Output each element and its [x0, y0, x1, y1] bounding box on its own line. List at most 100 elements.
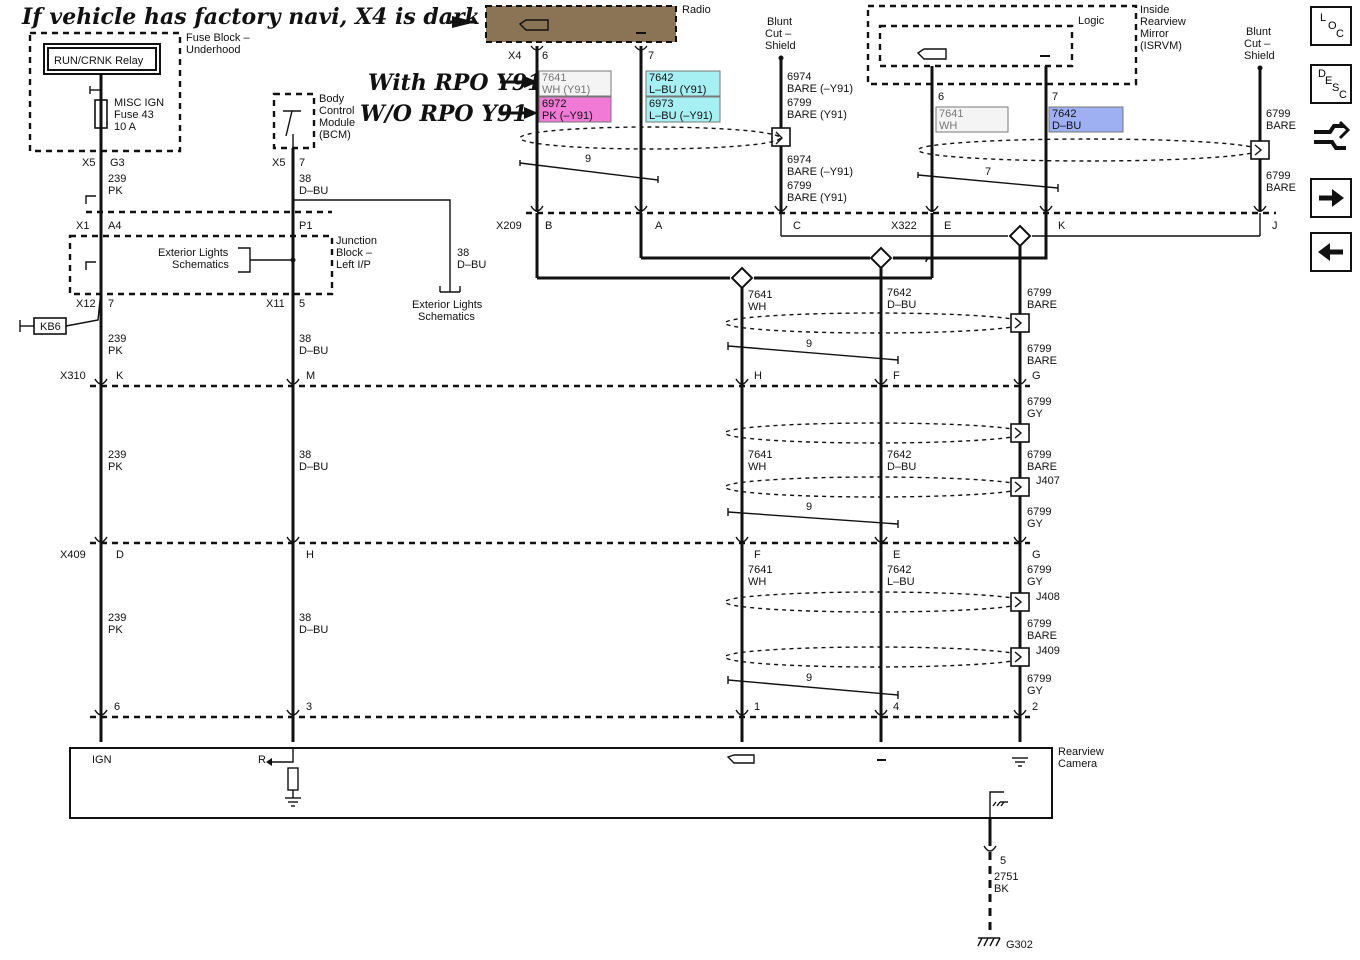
- diagram-label: Fuse 43: [114, 109, 154, 121]
- diagram-label: X12: [76, 298, 96, 310]
- diagram-label: 7: [648, 50, 654, 62]
- diagram-label: PK: [108, 461, 123, 473]
- diagram-label: GY: [1027, 408, 1044, 420]
- diagram-label: WH: [748, 576, 766, 588]
- diagram-label: X209: [496, 220, 522, 232]
- video-signal-icon: [726, 754, 755, 764]
- diagram-label: 6799: [1027, 673, 1051, 685]
- diagram-label: Cut –: [765, 28, 792, 40]
- diagram-label: G: [1032, 549, 1041, 561]
- diagram-label: E: [893, 549, 900, 561]
- diagram-label: Radio: [682, 4, 711, 16]
- diagram-label: 7642: [649, 72, 673, 84]
- diagram-label: D: [116, 549, 124, 561]
- diagram-label: 38: [299, 333, 311, 345]
- diagram-label: Logic: [1078, 15, 1105, 27]
- diagram-label: L–BU (–Y91): [649, 110, 713, 122]
- diagram-label: E: [944, 220, 951, 232]
- diagram-label: 6974: [787, 71, 811, 83]
- blunt-cut-shield-1: Blunt Cut – Shield: [765, 16, 796, 52]
- diagram-label: Left I/P: [336, 259, 371, 271]
- switch-icon: [285, 110, 293, 137]
- diagram-label: 38: [457, 247, 469, 259]
- diagram-label: 7642: [887, 564, 911, 576]
- diagram-label: 7642: [887, 287, 911, 299]
- diagram-label: 3: [306, 701, 312, 713]
- diagram-label: PK (–Y91): [542, 110, 593, 122]
- diagram-label: 9: [806, 672, 812, 684]
- diagram-label: 7: [108, 298, 114, 310]
- diagram-label: 239: [108, 333, 126, 345]
- diagram-label: 9: [806, 338, 812, 350]
- diagram-label: 239: [108, 612, 126, 624]
- resistor-icon: [287, 767, 299, 791]
- diagram-label: 7641: [748, 564, 772, 576]
- description-button[interactable]: D E S C: [1310, 64, 1352, 104]
- diagram-label: 1: [754, 701, 760, 713]
- diagram-label: X5: [272, 157, 285, 169]
- diagram-label: Body: [319, 93, 345, 105]
- diagram-label: Inside: [1140, 4, 1169, 16]
- diagram-label: Exterior Lights: [158, 247, 229, 259]
- diagram-label: PK: [108, 624, 123, 636]
- diagram-label: 10 A: [114, 121, 137, 133]
- diagram-label: 7: [299, 157, 305, 169]
- diagram-label: 6799: [787, 97, 811, 109]
- diagram-label: GY: [1027, 685, 1044, 697]
- blunt-cut-shield-2: Blunt Cut – Shield: [1244, 26, 1275, 62]
- diagram-label: BARE: [1266, 182, 1296, 194]
- diagram-label: G302: [1006, 939, 1033, 951]
- diagram-label: 239: [108, 173, 126, 185]
- diagram-label: Fuse Block –: [186, 32, 250, 44]
- diagram-label: R: [258, 754, 266, 766]
- diagram-label: D–BU: [299, 624, 328, 636]
- diagram-label: BARE (Y91): [787, 109, 847, 121]
- diagram-label: 6799: [1266, 108, 1290, 120]
- diagram-label: 7642: [1052, 108, 1076, 120]
- rearview-camera-wiring-diagram: If vehicle has factory navi, X4 is dark …: [19, 4, 1296, 951]
- diagram-label: Shield: [1244, 50, 1275, 62]
- diagram-label: J408: [1036, 591, 1060, 603]
- location-button[interactable]: L O C: [1310, 6, 1352, 46]
- diagram-label: 7641: [748, 449, 772, 461]
- diagram-label: WH: [748, 461, 766, 473]
- diagram-label: D–BU: [299, 185, 328, 197]
- diagram-label: GY: [1027, 518, 1044, 530]
- diagram-label: Shield: [765, 40, 796, 52]
- diagram-label: 6799: [1027, 343, 1051, 355]
- previous-page-button[interactable]: [1310, 232, 1352, 272]
- diagram-label: BARE (–Y91): [787, 83, 853, 95]
- diagram-label: H: [306, 549, 314, 561]
- diagram-label: Rearview: [1140, 16, 1186, 28]
- diagram-label: K: [116, 370, 124, 382]
- diagram-label: BARE: [1027, 355, 1057, 367]
- next-page-button[interactable]: [1310, 178, 1352, 218]
- diagram-label: 38: [299, 612, 311, 624]
- diagram-label: J409: [1036, 645, 1060, 657]
- diagram-label: X409: [60, 549, 86, 561]
- connector-icon: [1314, 120, 1351, 150]
- diagram-label: BK: [994, 883, 1009, 895]
- desc-label: D E S C: [1318, 68, 1347, 101]
- diagram-label: D–BU: [887, 299, 916, 311]
- diagram-label: 6974: [787, 154, 811, 166]
- diagram-label: Cut –: [1244, 38, 1271, 50]
- diagram-label: Exterior Lights: [412, 299, 483, 311]
- diagram-label: BARE: [1266, 120, 1296, 132]
- diagram-label: 7641: [748, 289, 772, 301]
- component-view-button[interactable]: [1310, 116, 1352, 156]
- diagram-label: BARE: [1027, 299, 1057, 311]
- diagram-label: 6799: [1027, 618, 1051, 630]
- diagram-label: Block –: [336, 247, 373, 259]
- rearview-camera-module: [69, 747, 1053, 819]
- diagram-label: A: [655, 220, 663, 232]
- diagram-label: Rearview: [1058, 746, 1104, 758]
- diagram-label: 6973: [649, 98, 673, 110]
- diagram-label: 6799: [1027, 396, 1051, 408]
- diagram-label: 9: [806, 501, 812, 513]
- diagram-label: X310: [60, 370, 86, 382]
- diagram-label: 6799: [1027, 449, 1051, 461]
- diagram-label: BARE (Y91): [787, 192, 847, 204]
- diagram-label: M: [306, 370, 315, 382]
- diagram-label: 6972: [542, 98, 566, 110]
